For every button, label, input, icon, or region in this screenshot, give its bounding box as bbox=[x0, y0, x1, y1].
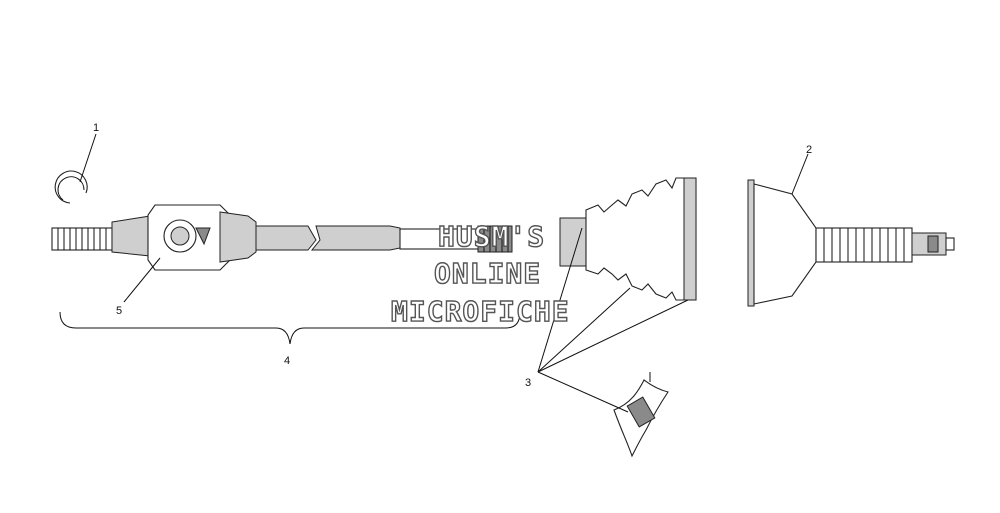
watermark-line-2: ONLINE bbox=[434, 257, 541, 290]
snap-ring bbox=[54, 170, 88, 204]
callout-1: 1 bbox=[93, 122, 99, 134]
watermark-line-1: HUSM'S bbox=[438, 220, 545, 253]
outer-cv-joint bbox=[747, 179, 955, 307]
callout-4: 4 bbox=[284, 355, 290, 367]
watermark: HUSM'S ONLINE MICROFICHE bbox=[390, 219, 570, 328]
watermark-line-3: MICROFICHE bbox=[391, 295, 570, 328]
cv-boot bbox=[559, 177, 697, 301]
grease-packet bbox=[613, 372, 669, 458]
leader-lines bbox=[59, 133, 809, 413]
callout-2: 2 bbox=[806, 144, 812, 156]
callout-3: 3 bbox=[525, 377, 531, 389]
inner-shaft-assembly bbox=[51, 204, 513, 271]
callout-5: 5 bbox=[116, 305, 122, 317]
